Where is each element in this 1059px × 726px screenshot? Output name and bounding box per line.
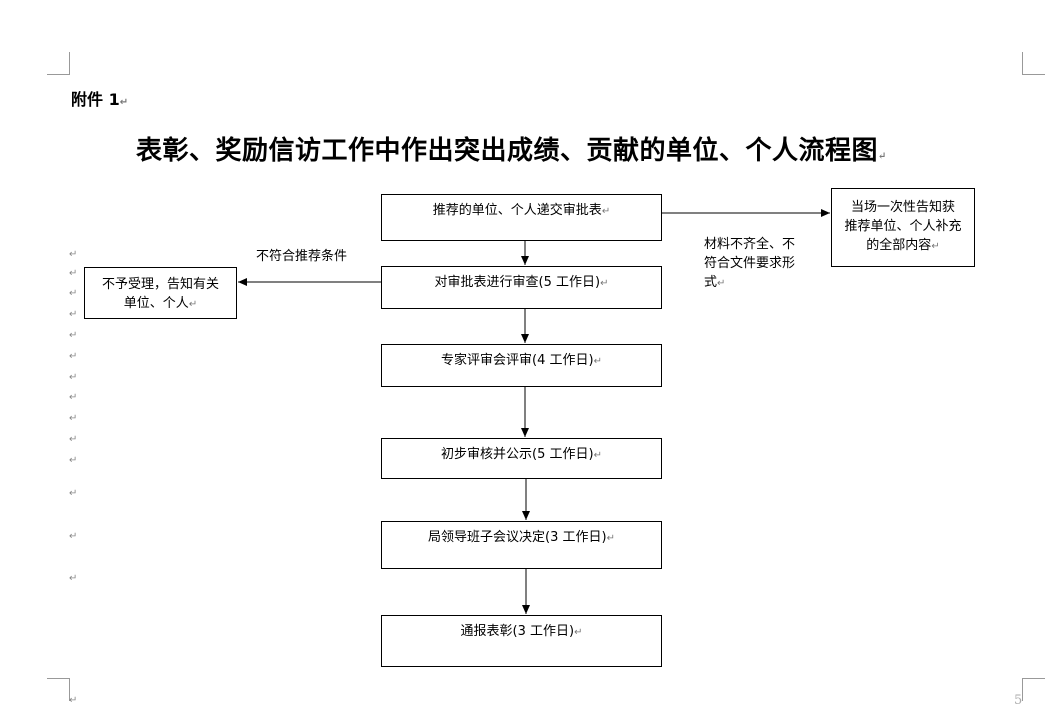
notify-line-2: 推荐单位、个人补充	[844, 219, 962, 234]
crop-mark-bottom-left	[47, 678, 70, 701]
title-text: 表彰、奖励信访工作中作出突出成绩、贡献的单位、个人流程图	[136, 136, 879, 166]
paragraph-mark: ↵	[606, 533, 615, 544]
step-label: 对审批表进行审查(5 工作日)	[434, 275, 601, 290]
paragraph-mark: ↵	[69, 573, 78, 584]
crop-mark-top-left	[47, 52, 70, 75]
paragraph-mark: ↵	[601, 206, 611, 217]
step-label: 初步审核并公示(5 工作日)	[441, 447, 594, 462]
step-leadership-decision: 局领导班子会议决定(3 工作日)↵	[381, 521, 662, 569]
paragraph-mark: ↵	[574, 627, 583, 638]
step-expert-review: 专家评审会评审(4 工作日)↵	[381, 344, 662, 387]
paragraph-mark: ↵	[593, 450, 602, 461]
condition-line-3: 式	[704, 275, 718, 290]
paragraph-mark: ↵	[69, 455, 78, 466]
paragraph-mark: ↵	[188, 299, 198, 310]
step-label: 局领导班子会议决定(3 工作日)	[428, 530, 607, 545]
step-review-form: 对审批表进行审查(5 工作日)↵	[381, 266, 662, 309]
page-number: 5	[1014, 693, 1023, 708]
paragraph-mark: ↵	[69, 309, 78, 320]
paragraph-mark: ↵	[69, 372, 78, 383]
notify-line-3: 的全部内容	[866, 238, 932, 253]
attachment-text: 附件 1	[71, 90, 120, 109]
paragraph-mark: ↵	[69, 413, 78, 424]
notify-line-1: 当场一次性告知获	[850, 200, 955, 215]
reject-line-2: 单位、个人	[123, 296, 189, 311]
step-submit-form: 推荐的单位、个人递交审批表↵	[381, 194, 662, 241]
condition-line-2: 符合文件要求形	[704, 256, 796, 271]
paragraph-mark: ↵	[69, 434, 78, 445]
reject-result-box: 不予受理，告知有关 单位、个人↵	[84, 267, 237, 319]
crop-mark-top-right	[1022, 52, 1045, 75]
paragraph-mark: ↵	[600, 278, 609, 289]
step-commendation: 通报表彰(3 工作日)↵	[381, 615, 662, 667]
incomplete-condition-label: 材料不齐全、不 符合文件要求形 式↵	[704, 235, 795, 293]
paragraph-mark: ↵	[931, 241, 940, 252]
paragraph-mark: ↵	[69, 695, 78, 706]
step-label: 通报表彰(3 工作日)	[460, 624, 575, 639]
paragraph-mark: ↵	[69, 249, 78, 260]
step-label: 推荐的单位、个人递交审批表	[432, 203, 602, 218]
paragraph-mark: ↵	[717, 278, 726, 289]
page-title: 表彰、奖励信访工作中作出突出成绩、贡献的单位、个人流程图↵	[136, 130, 887, 167]
paragraph-mark: ↵	[119, 97, 129, 108]
paragraph-mark: ↵	[69, 488, 78, 499]
paragraph-mark: ↵	[69, 392, 78, 403]
paragraph-mark: ↵	[878, 151, 887, 162]
reject-line-1: 不予受理，告知有关	[101, 277, 219, 292]
attachment-label: 附件 1↵	[71, 86, 128, 110]
paragraph-mark: ↵	[69, 351, 78, 362]
step-preliminary-publicity: 初步审核并公示(5 工作日)↵	[381, 438, 662, 479]
notify-supplement-box: 当场一次性告知获 推荐单位、个人补充 的全部内容↵	[831, 188, 975, 267]
paragraph-mark: ↵	[69, 288, 78, 299]
crop-mark-bottom-right	[1022, 678, 1045, 701]
paragraph-mark: ↵	[593, 356, 602, 367]
paragraph-mark: ↵	[69, 330, 78, 341]
step-label: 专家评审会评审(4 工作日)	[441, 353, 594, 368]
paragraph-mark: ↵	[69, 531, 78, 542]
condition-line-1: 材料不齐全、不	[704, 237, 796, 252]
paragraph-mark: ↵	[69, 268, 78, 279]
reject-condition-label: 不符合推荐条件	[256, 249, 348, 264]
